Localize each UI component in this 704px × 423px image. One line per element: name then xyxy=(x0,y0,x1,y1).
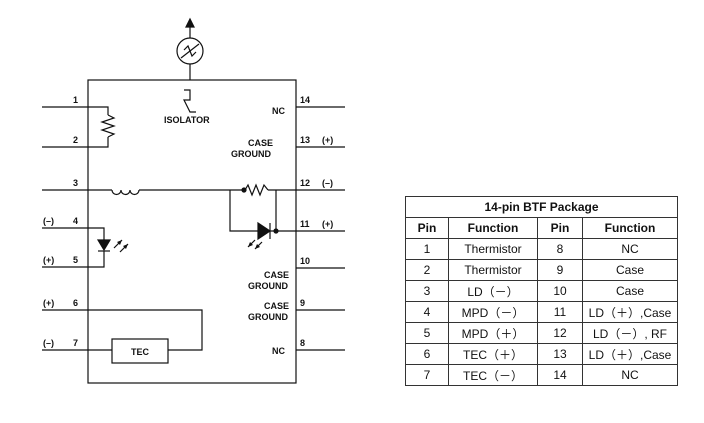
case-ground-label-13-a: CASE xyxy=(248,138,273,148)
table-row: 3 LD（－） 10 Case xyxy=(405,280,678,302)
table-row: 5 MPD（＋） 12 LD（－）, RF xyxy=(405,322,678,344)
pin-number-6: 6 xyxy=(73,298,78,308)
package-schematic: ISOLATOR NC CASE GROUND CASE GROUND CASE… xyxy=(42,17,345,384)
resistor-icon xyxy=(244,183,269,197)
inductor-icon xyxy=(111,189,140,196)
table-cell: TEC（＋） xyxy=(448,343,538,365)
pin-number-12: 12 xyxy=(300,178,310,188)
pin-number-9: 9 xyxy=(300,298,305,308)
case-ground-label-13-b: GROUND xyxy=(231,149,271,159)
thermistor-icon xyxy=(100,114,116,138)
table-cell: 12 xyxy=(537,322,583,344)
table-cell: Case xyxy=(582,280,678,302)
table-row: 2 Thermistor 9 Case xyxy=(405,259,678,281)
table-cell: MPD（－） xyxy=(448,301,538,323)
pin-number-10: 10 xyxy=(300,256,310,266)
output-arrow-icon xyxy=(185,17,195,28)
table-row: 6 TEC（＋） 13 LD（＋）,Case xyxy=(405,343,678,365)
table-cell: 6 xyxy=(405,343,449,365)
pin-function-table: 14-pin BTF Package Pin Function Pin Func… xyxy=(405,196,678,386)
pin-number-7: 7 xyxy=(73,338,78,348)
pin-number-5: 5 xyxy=(73,255,78,265)
nc-label-top: NC xyxy=(272,106,285,116)
table-cell: 3 xyxy=(405,280,449,302)
case-ground-label-9-b: GROUND xyxy=(248,312,288,322)
pin-number-8: 8 xyxy=(300,338,305,348)
pin-sign-6: (+) xyxy=(43,298,54,308)
table-cell: 13 xyxy=(537,343,583,365)
table-cell: LD（－）, RF xyxy=(582,322,678,344)
table-row: 1 Thermistor 8 NC xyxy=(405,238,678,260)
header-function-left: Function xyxy=(448,217,538,239)
table-cell: 9 xyxy=(537,259,583,281)
isolator-icon xyxy=(183,89,196,113)
tec-label: TEC xyxy=(131,347,150,357)
pin-number-11: 11 xyxy=(300,219,310,229)
table-row: 4 MPD（－） 11 LD（＋）,Case xyxy=(405,301,678,323)
isolator-label: ISOLATOR xyxy=(164,115,210,125)
table-cell: Thermistor xyxy=(448,259,538,281)
table-cell: NC xyxy=(582,238,678,260)
pin-sign-5: (+) xyxy=(43,255,54,265)
table-cell: 7 xyxy=(405,364,449,386)
table-cell: 14 xyxy=(537,364,583,386)
table-cell: Case xyxy=(582,259,678,281)
nc-label-bottom: NC xyxy=(272,346,285,356)
pin-number-2: 2 xyxy=(73,135,78,145)
header-function-right: Function xyxy=(582,217,678,239)
pin-number-3: 3 xyxy=(73,178,78,188)
header-pin-right: Pin xyxy=(537,217,583,239)
pin-sign-12: (–) xyxy=(322,178,333,188)
pin-sign-11: (+) xyxy=(322,219,333,229)
table-title-row: 14-pin BTF Package xyxy=(405,196,678,218)
pin-sign-7: (–) xyxy=(43,338,54,348)
table-cell: LD（－） xyxy=(448,280,538,302)
pin-number-14: 14 xyxy=(300,95,310,105)
header-pin-left: Pin xyxy=(405,217,449,239)
case-ground-label-9-a: CASE xyxy=(264,301,289,311)
table-cell: 11 xyxy=(537,301,583,323)
table-cell: Thermistor xyxy=(448,238,538,260)
table-cell: 1 xyxy=(405,238,449,260)
pin-number-13: 13 xyxy=(300,135,310,145)
table-header-row: Pin Function Pin Function xyxy=(405,217,678,239)
case-ground-label-10-a: CASE xyxy=(264,270,289,280)
table-cell: LD（＋）,Case xyxy=(582,343,678,365)
table-cell: 10 xyxy=(537,280,583,302)
tec-block xyxy=(111,338,169,364)
table-cell: 8 xyxy=(537,238,583,260)
table-cell: TEC（－） xyxy=(448,364,538,386)
photodiode-icon xyxy=(96,239,112,252)
table-cell: NC xyxy=(582,364,678,386)
pin-sign-13: (+) xyxy=(322,135,333,145)
table-title: 14-pin BTF Package xyxy=(405,196,678,218)
case-ground-label-10-b: GROUND xyxy=(248,281,288,291)
table-row: 7 TEC（－） 14 NC xyxy=(405,364,678,386)
table-cell: LD（＋）,Case xyxy=(582,301,678,323)
laser-diode-icon xyxy=(257,221,272,241)
pin-sign-4: (–) xyxy=(43,216,54,226)
table-cell: 4 xyxy=(405,301,449,323)
pin-number-1: 1 xyxy=(73,95,78,105)
table-cell: 2 xyxy=(405,259,449,281)
pin-number-4: 4 xyxy=(73,216,78,226)
table-cell: MPD（＋） xyxy=(448,322,538,344)
table-cell: 5 xyxy=(405,322,449,344)
